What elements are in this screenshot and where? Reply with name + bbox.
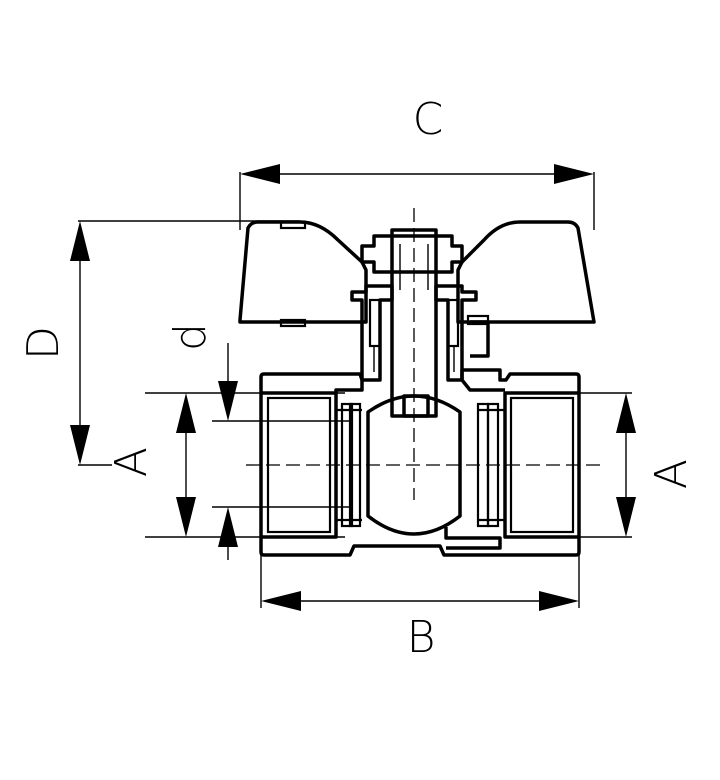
handle-tab-bottom-left [279, 318, 307, 328]
dimension-b: B [260, 555, 580, 663]
butterfly-handle [238, 220, 596, 328]
dimension-c: C [239, 94, 595, 230]
arrow-bore-bottom [218, 507, 238, 547]
arrow-a-left-bottom [176, 497, 196, 537]
arrow-c-right [554, 164, 594, 184]
label-d-upper: D [18, 326, 69, 360]
arrow-a-right-bottom [616, 497, 636, 537]
label-a-right: A [646, 459, 697, 489]
dimension-d-bore: d [165, 323, 352, 560]
center-lines [246, 208, 600, 500]
arrow-d-bottom [70, 425, 90, 465]
label-a-left: A [106, 447, 157, 477]
arrow-b-left [261, 591, 301, 611]
label-b: B [407, 612, 436, 663]
arrow-bore-top [218, 381, 238, 421]
arrow-a-right-top [616, 393, 636, 433]
handle-tab-top-right [466, 314, 490, 326]
arrow-d-top [70, 221, 90, 261]
valve-ball [366, 394, 462, 536]
arrow-c-left [240, 164, 280, 184]
arrow-a-left-top [176, 393, 196, 433]
label-c: C [413, 94, 444, 145]
label-d-lower: d [165, 323, 216, 351]
arrow-b-right [539, 591, 579, 611]
valve-body [259, 368, 581, 557]
dimension-d: D [18, 220, 300, 466]
dimension-a-left: A [106, 392, 345, 538]
handle-tab-top-left [279, 220, 307, 230]
